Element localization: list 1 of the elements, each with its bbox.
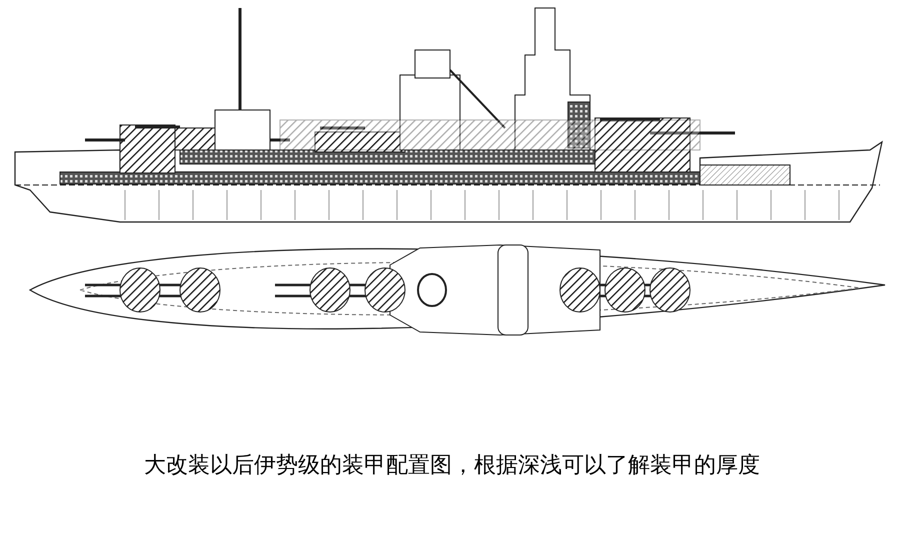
caption: 大改装以后伊势级的装甲配置图，根据深浅可以了解装甲的厚度	[143, 452, 761, 480]
